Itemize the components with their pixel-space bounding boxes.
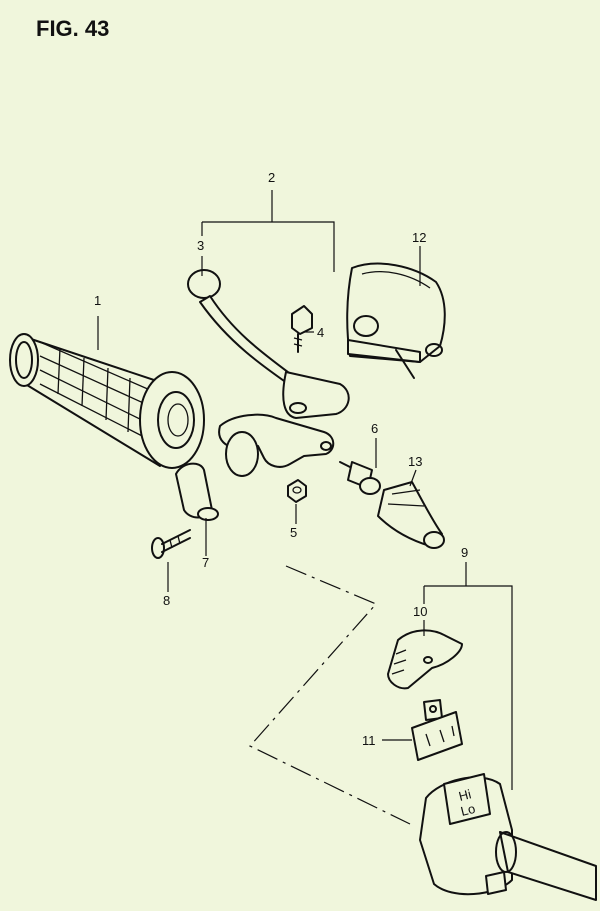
callout-1: 1 <box>94 293 101 308</box>
callout-10: 10 <box>413 604 427 619</box>
boot-part[interactable] <box>377 481 445 549</box>
callout-7: 7 <box>202 555 209 570</box>
callout-4: 4 <box>317 325 324 340</box>
switch-hi-mark: Hi <box>457 786 473 804</box>
alignment-line <box>249 565 411 825</box>
lever-holder-part[interactable] <box>218 413 335 477</box>
cover-part[interactable] <box>346 262 446 379</box>
callout-13: 13 <box>408 454 422 469</box>
switch-lo-mark: Lo <box>459 801 477 819</box>
clamp-part[interactable] <box>175 462 219 521</box>
screw-part[interactable] <box>151 529 191 559</box>
callout-5: 5 <box>290 525 297 540</box>
knob-part[interactable] <box>387 629 463 690</box>
callout-3: 3 <box>197 238 204 253</box>
callout-11: 11 <box>362 733 376 748</box>
switch-markings: Hi Lo <box>457 786 477 819</box>
bolt-part[interactable] <box>291 305 313 353</box>
callout-6: 6 <box>371 421 378 436</box>
contact-plate-part[interactable] <box>411 699 463 761</box>
switch-housing-part[interactable] <box>419 773 597 901</box>
grip-part[interactable] <box>9 333 205 469</box>
callout-labels: 1 2 3 4 5 6 7 8 9 10 11 12 13 <box>94 170 468 748</box>
figure-title: FIG. 43 <box>36 16 110 41</box>
callout-12: 12 <box>412 230 426 245</box>
callout-8: 8 <box>163 593 170 608</box>
leader-lines <box>97 190 513 790</box>
callout-2: 2 <box>268 170 275 185</box>
lever-part[interactable] <box>187 269 350 419</box>
nut-part[interactable] <box>287 479 307 503</box>
adjuster-part[interactable] <box>339 461 381 495</box>
callout-9: 9 <box>461 545 468 560</box>
